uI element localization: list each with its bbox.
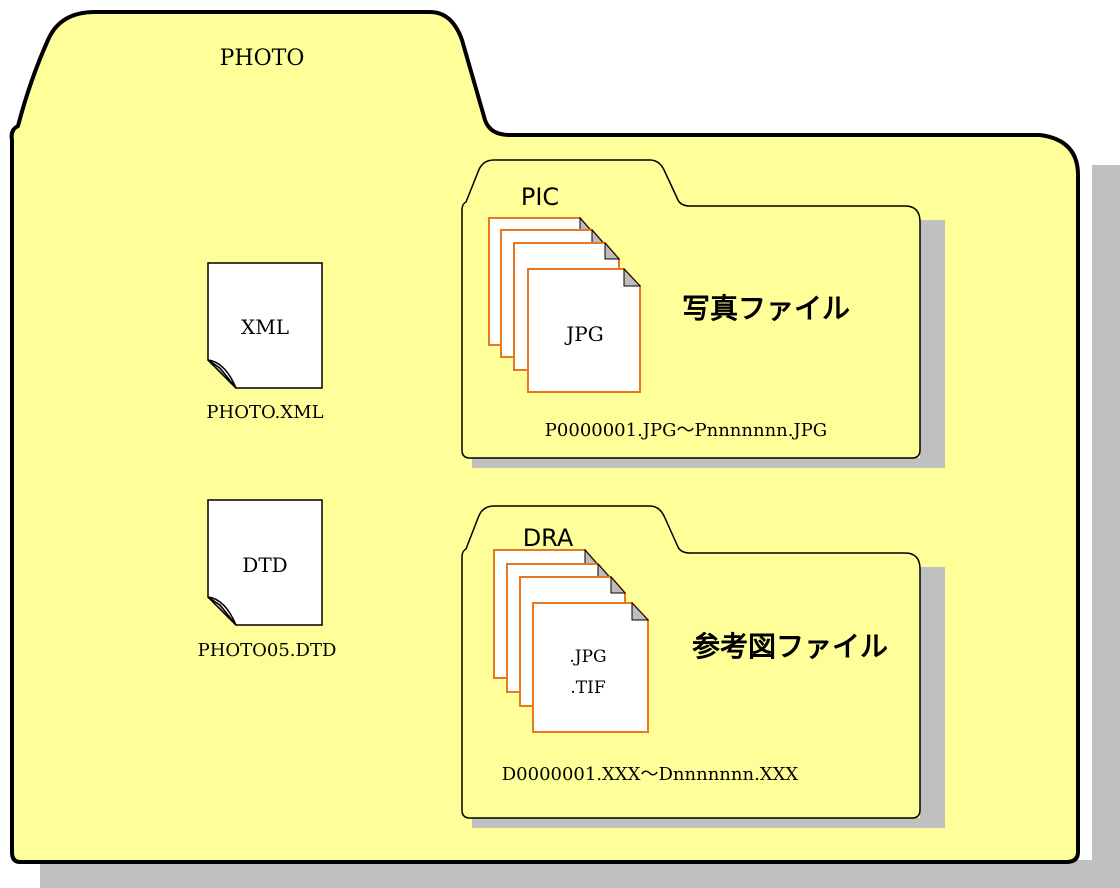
dra-file-range: D0000001.XXX～Dnnnnnnn.XXX — [502, 764, 799, 785]
dra-folder-description: 参考図ファイル — [692, 630, 888, 663]
xml-file-icon-label: XML — [241, 315, 289, 339]
dtd-filename: PHOTO05.DTD — [198, 640, 337, 661]
xml-file-fold-icon — [207, 359, 237, 389]
pic-file-range: P0000001.JPG～Pnnnnnnn.JPG — [545, 420, 827, 441]
pic-document-label: JPG — [564, 322, 603, 346]
pic-folder-description: 写真ファイル — [682, 292, 850, 325]
xml-file-icon — [207, 262, 323, 389]
dra-document-fold-icon — [631, 601, 650, 621]
dra-folder: DRA .JPG .TIF 参考図ファイル D0000001.XXX～Dnnnn… — [461, 505, 945, 828]
dtd-file: DTD PHOTO05.DTD — [198, 499, 337, 661]
pic-folder-label: PIC — [521, 183, 559, 211]
pic-folder: PIC JPG 写真ファイル P0000001.JPG～Pnnnnnnn.JPG — [461, 159, 945, 468]
dra-document-label-tif: .TIF — [570, 678, 605, 698]
dtd-file-icon — [207, 499, 323, 626]
dra-folder-label: DRA — [523, 524, 574, 552]
xml-file: XML PHOTO.XML — [206, 262, 324, 423]
dra-document-stack — [493, 548, 650, 733]
pic-document-stack — [488, 216, 642, 393]
dtd-file-fold-icon — [207, 596, 237, 626]
dra-document-label-jpg: .JPG — [569, 647, 606, 667]
xml-filename: PHOTO.XML — [206, 402, 323, 423]
dtd-file-icon-label: DTD — [242, 553, 287, 577]
pic-document-fold-icon — [623, 267, 642, 287]
root-folder-label: PHOTO — [220, 46, 305, 71]
